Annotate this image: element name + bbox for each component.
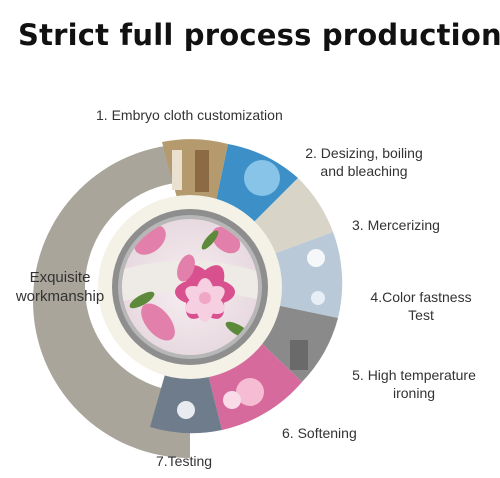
step-1-label: 1. Embryo cloth customization <box>96 107 283 123</box>
segment-mercerizing-image <box>248 178 333 256</box>
center-label-line-2: workmanship <box>15 288 105 305</box>
center-label-line-1: Exquisite <box>29 269 91 286</box>
page-title: Strict full process production <box>18 18 500 52</box>
center-flower-image <box>122 219 258 355</box>
step-7-label: 7.Testing <box>156 453 213 469</box>
step-5-label: 5. High temperature ironing <box>352 367 476 401</box>
outer-gray-ring <box>33 144 190 458</box>
segment-testing-image <box>150 364 222 434</box>
center-label: Exquisite workmanship <box>12 268 108 306</box>
step-4-label: 4.Color fastness Test <box>370 289 472 323</box>
step-6-label: 6. Softening <box>282 425 357 441</box>
step-2-label: 2. Desizing, boiling and bleaching <box>305 145 423 179</box>
step-3-label: 3. Mercerizing <box>352 217 440 233</box>
process-image-ring <box>150 139 343 434</box>
